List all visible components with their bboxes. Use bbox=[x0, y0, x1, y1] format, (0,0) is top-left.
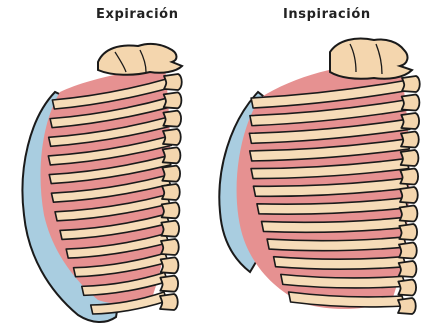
vertebra bbox=[163, 129, 181, 145]
vertebra bbox=[162, 166, 180, 182]
vertebra bbox=[402, 95, 420, 111]
clavicle-inspiration bbox=[330, 39, 412, 79]
vertebra bbox=[161, 239, 179, 255]
vertebra bbox=[398, 280, 416, 296]
thorax-inspiration bbox=[219, 39, 419, 315]
thorax-expiration bbox=[22, 44, 182, 322]
vertebra bbox=[402, 76, 420, 92]
vertebra bbox=[160, 276, 178, 292]
vertebra bbox=[161, 221, 179, 237]
vertebra bbox=[401, 113, 419, 129]
vertebra bbox=[162, 202, 180, 218]
vertebra bbox=[161, 257, 179, 273]
vertebra bbox=[399, 261, 417, 277]
vertebra bbox=[400, 187, 418, 203]
vertebra bbox=[401, 150, 419, 166]
vertebra bbox=[400, 169, 418, 185]
vertebra bbox=[399, 224, 417, 240]
clavicle-expiration bbox=[98, 44, 182, 75]
vertebra bbox=[164, 74, 182, 90]
vertebra bbox=[398, 298, 416, 314]
rib-band bbox=[274, 257, 407, 270]
vertebra bbox=[399, 243, 417, 259]
vertebra bbox=[164, 92, 182, 108]
vertebra bbox=[162, 184, 180, 200]
vertebra bbox=[163, 147, 181, 163]
vertebra bbox=[400, 206, 418, 222]
vertebra bbox=[401, 132, 419, 148]
vertebra bbox=[163, 111, 181, 127]
vertebra bbox=[160, 294, 178, 310]
